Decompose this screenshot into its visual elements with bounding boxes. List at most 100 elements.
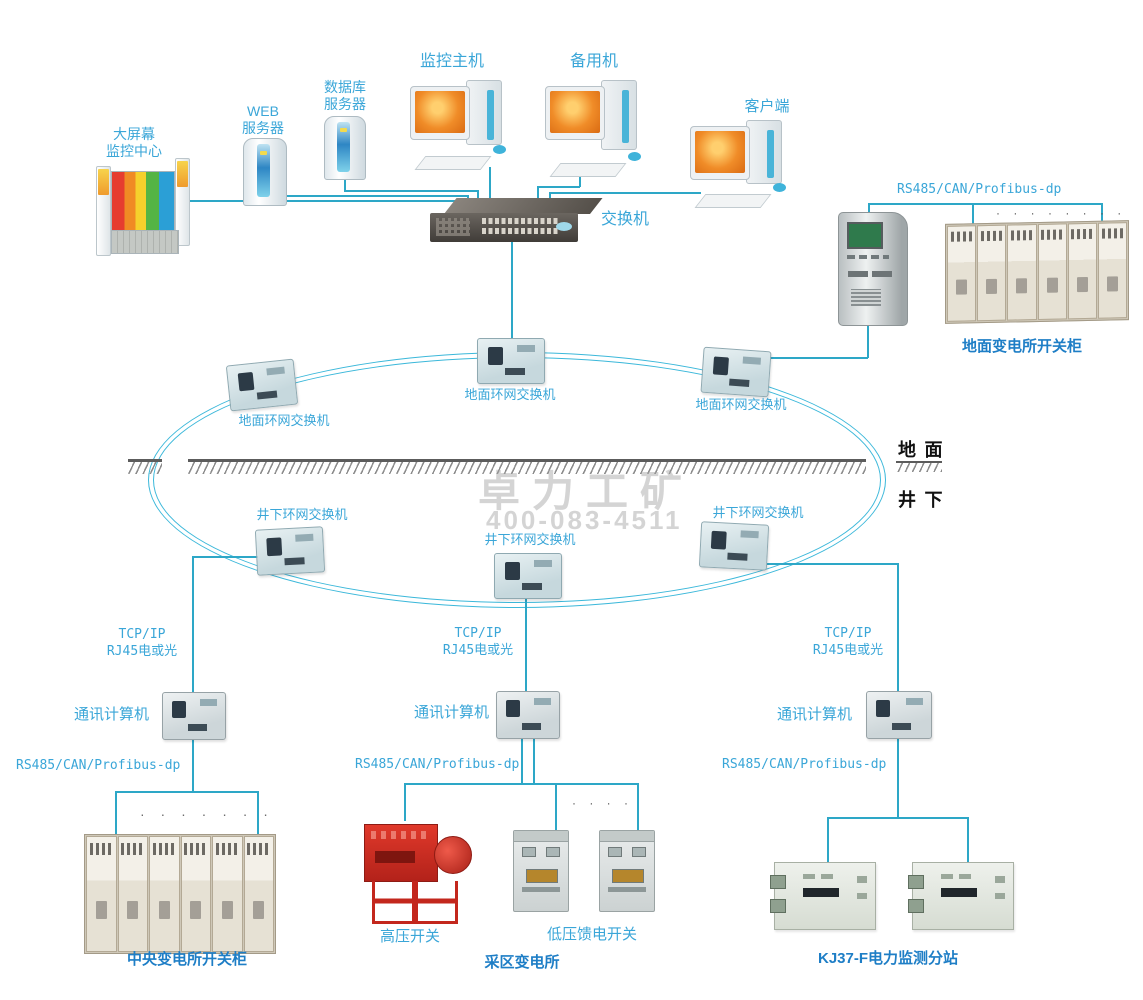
- lv-bar: [522, 887, 560, 892]
- link-switch-ring: [511, 242, 513, 340]
- link-right-column-v2: [897, 736, 899, 818]
- device-tag: [534, 560, 552, 567]
- lv-panel: [525, 869, 559, 883]
- cabinet-panel: [243, 836, 274, 952]
- underground-label: 井 下: [898, 490, 945, 510]
- lv-window: [522, 847, 536, 857]
- ground-divider-main: [188, 459, 866, 474]
- device-screen: [488, 347, 503, 365]
- device-ports: [729, 378, 750, 387]
- link-mid-stem2: [533, 737, 535, 784]
- device-ports: [284, 557, 305, 566]
- web-server-device: [243, 138, 287, 206]
- kj-connector: [770, 899, 786, 914]
- link-host-switch: [489, 167, 491, 209]
- device-screen: [712, 356, 729, 376]
- kj-port: [857, 876, 867, 883]
- lv-dots: · · · ·: [572, 796, 633, 810]
- lv-window: [546, 847, 560, 857]
- pc-keyboard: [549, 163, 627, 177]
- wall-base: [111, 230, 179, 254]
- ground-divider-left: [128, 459, 162, 474]
- cabinet-panel: [117, 836, 148, 952]
- cabinet-panel: [947, 225, 977, 322]
- cabinet-dots: · · · · · · · ·: [996, 206, 1127, 220]
- server-front-panel: [256, 144, 271, 198]
- cabinet-panel: [180, 836, 211, 952]
- surface-switchgear-cabinet: [945, 220, 1129, 324]
- ring-switch-surface-left-label: 地面环网交换机: [238, 413, 330, 428]
- device-ports: [505, 368, 525, 375]
- link-bigscreen-switch: [186, 200, 458, 202]
- monitor-host-label: 监控主机: [419, 53, 484, 70]
- pc-drive-slot: [767, 130, 774, 179]
- link-hv-drop: [404, 783, 406, 821]
- cabinet-panel: [1007, 224, 1037, 321]
- device-ports: [892, 723, 911, 730]
- link-backup-switch: [537, 186, 580, 188]
- kj-tag: [821, 873, 833, 879]
- kj-tag: [941, 873, 953, 879]
- cabinet-panel: [86, 836, 117, 952]
- surface-label: 地 面: [898, 440, 945, 460]
- central-cabinet-dots: · · · · · · ·: [140, 806, 274, 822]
- pc-monitor: [410, 86, 470, 140]
- ring-switch-underground-center: [494, 553, 562, 599]
- lv-feeder-device-1: [513, 830, 569, 912]
- link-kj-bracket: [827, 817, 968, 819]
- ring-switch-surface-right-label: 地面环网交换机: [695, 397, 787, 412]
- link-backup-drop: [579, 177, 581, 187]
- kj37-station-label: KJ37-F电力监测分站: [817, 950, 959, 967]
- ring-switch-surface-top: [477, 338, 545, 384]
- link-tower-stub: [868, 203, 870, 215]
- kj-display: [941, 888, 977, 898]
- device-screen: [237, 371, 255, 392]
- switch-leds: [436, 218, 470, 236]
- link-db-switch: [344, 190, 478, 192]
- big-screen-label: 大屏幕监控中心: [106, 126, 162, 159]
- comm-computer-left-label: 通讯计算机: [74, 706, 150, 723]
- tower-slot: [872, 271, 892, 277]
- cabinet-panel: [212, 836, 243, 952]
- hv-switch-cylinder: [434, 836, 472, 874]
- device-tag: [906, 698, 923, 705]
- wall-column: [175, 158, 190, 246]
- tower-vent: [851, 289, 881, 306]
- cabinet-panel: [1097, 222, 1128, 319]
- comm-computer-left-device: [162, 692, 226, 740]
- kj-connector: [908, 874, 924, 889]
- fieldbus-label-top: RS485/CAN/Profibus-dp: [897, 182, 1062, 197]
- link-cabinet-stub2: [1101, 203, 1103, 237]
- device-screen: [506, 700, 520, 717]
- device-screen: [266, 537, 283, 557]
- ethernet-switch-label: 交换机: [601, 211, 650, 228]
- pc-case: [466, 80, 502, 145]
- tower-slot: [848, 271, 868, 277]
- pc-drive-slot: [622, 90, 629, 144]
- lv-feeder-label: 低压馈电开关: [546, 926, 637, 943]
- pc-drive-slot: [487, 90, 494, 140]
- hv-switch-device: [364, 818, 472, 924]
- comm-computer-mid-device: [496, 691, 560, 739]
- comm-computer-right-device: [866, 691, 932, 739]
- link-cabinet-stub1: [972, 203, 974, 233]
- switch-top-face: [444, 198, 603, 214]
- device-ports: [522, 583, 542, 590]
- ring-switch-surface-left: [225, 358, 299, 412]
- db-server-label: 数据库服务器: [324, 79, 366, 112]
- tower-green-screen: [847, 222, 883, 249]
- pc-keyboard: [694, 194, 772, 208]
- hv-switch-frame: [372, 881, 458, 924]
- pc-monitor: [690, 126, 750, 180]
- power-monitor-tower-device: [838, 212, 908, 326]
- device-screen: [172, 701, 186, 718]
- backup-machine-device: [545, 80, 641, 177]
- backup-machine-label: 备用机: [569, 53, 618, 70]
- ground-divider-right: [896, 461, 942, 472]
- pc-keyboard: [414, 156, 492, 170]
- watermark-brand: 卓力工矿: [478, 468, 695, 515]
- device-ports: [188, 724, 207, 731]
